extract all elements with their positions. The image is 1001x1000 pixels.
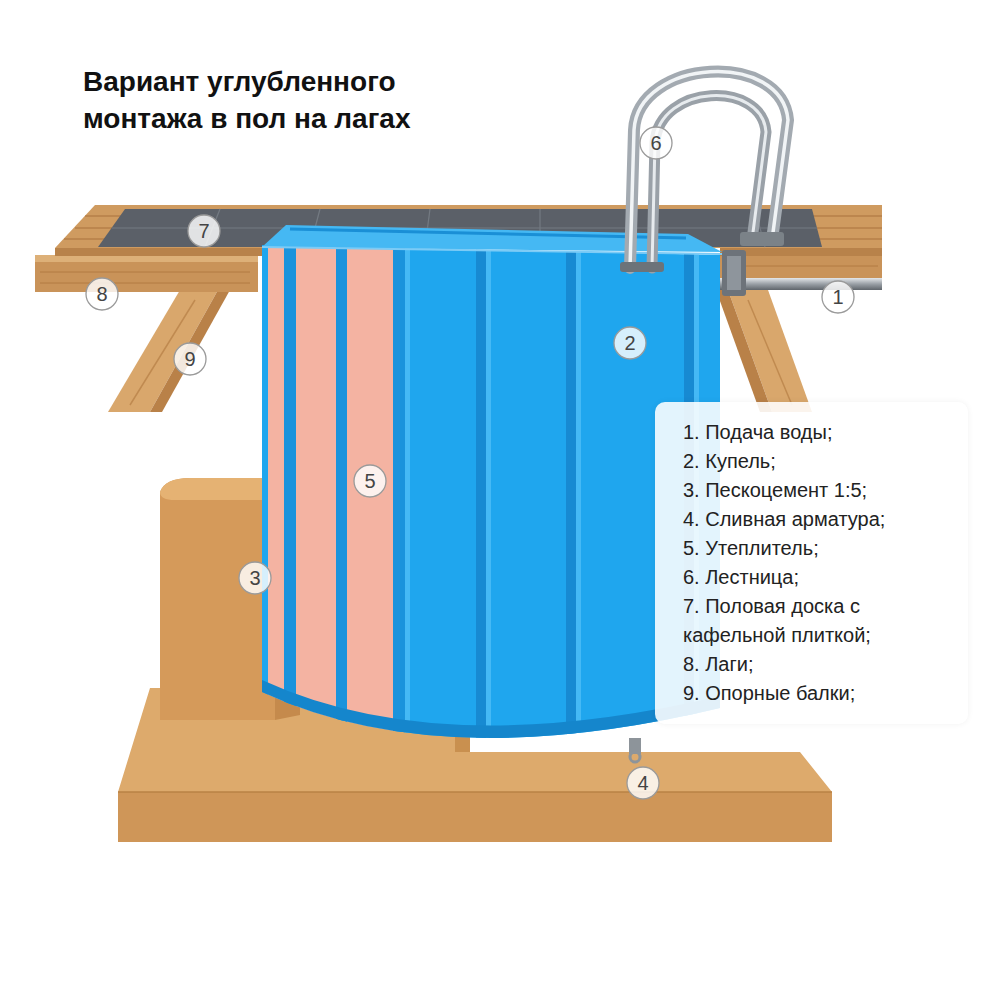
callout-ring — [188, 215, 220, 247]
callout-number: 9 — [184, 349, 195, 369]
callout-ring — [640, 127, 672, 159]
callout-number: 5 — [364, 471, 375, 491]
legend-item: 4. Сливная арматура; — [683, 505, 952, 534]
legend-panel: 1. Подача воды;2. Купель;3. Пескоцемент … — [655, 402, 968, 724]
callout-circle: 4 — [626, 766, 660, 800]
callout-number: 7 — [198, 221, 209, 241]
water-pipe — [720, 250, 882, 296]
callout-circle: 3 — [238, 561, 272, 595]
legend-item: 6. Лестница; — [683, 563, 952, 592]
drain-fitting — [629, 738, 641, 762]
callout-ring — [239, 562, 271, 594]
callout-ring — [627, 767, 659, 799]
title: Вариант углубленного монтажа в пол на ла… — [83, 64, 483, 138]
callout-number: 8 — [96, 284, 107, 304]
callout-circle: 2 — [613, 326, 647, 360]
callout-number: 3 — [249, 568, 260, 588]
callout-circle: 9 — [173, 342, 207, 376]
plunge-pool — [262, 225, 722, 765]
callout-ring — [174, 343, 206, 375]
callout-ring — [822, 281, 854, 313]
callout-circle: 7 — [187, 214, 221, 248]
legend-item: 2. Купель; — [683, 447, 952, 476]
callout-ring — [614, 327, 646, 359]
callout-number: 1 — [832, 287, 843, 307]
callout-number: 2 — [624, 333, 635, 353]
callout-circle: 8 — [85, 277, 119, 311]
callout-ring — [354, 465, 386, 497]
callout-number: 4 — [637, 773, 648, 793]
callout-circle: 5 — [353, 464, 387, 498]
legend-item: 3. Пескоцемент 1:5; — [683, 476, 952, 505]
legend-item: 5. Утеплитель; — [683, 534, 952, 563]
legend-item: 8. Лаги; — [683, 650, 952, 679]
legend-item: 1. Подача воды; — [683, 418, 952, 447]
legend-item: 9. Опорные балки; — [683, 679, 952, 708]
callout-circle: 6 — [639, 126, 673, 160]
callout-circle: 1 — [821, 280, 855, 314]
callout-ring — [86, 278, 118, 310]
callout-number: 6 — [650, 133, 661, 153]
legend-item: 7. Половая доска с кафельной плиткой; — [683, 592, 952, 650]
ladder — [620, 72, 788, 272]
